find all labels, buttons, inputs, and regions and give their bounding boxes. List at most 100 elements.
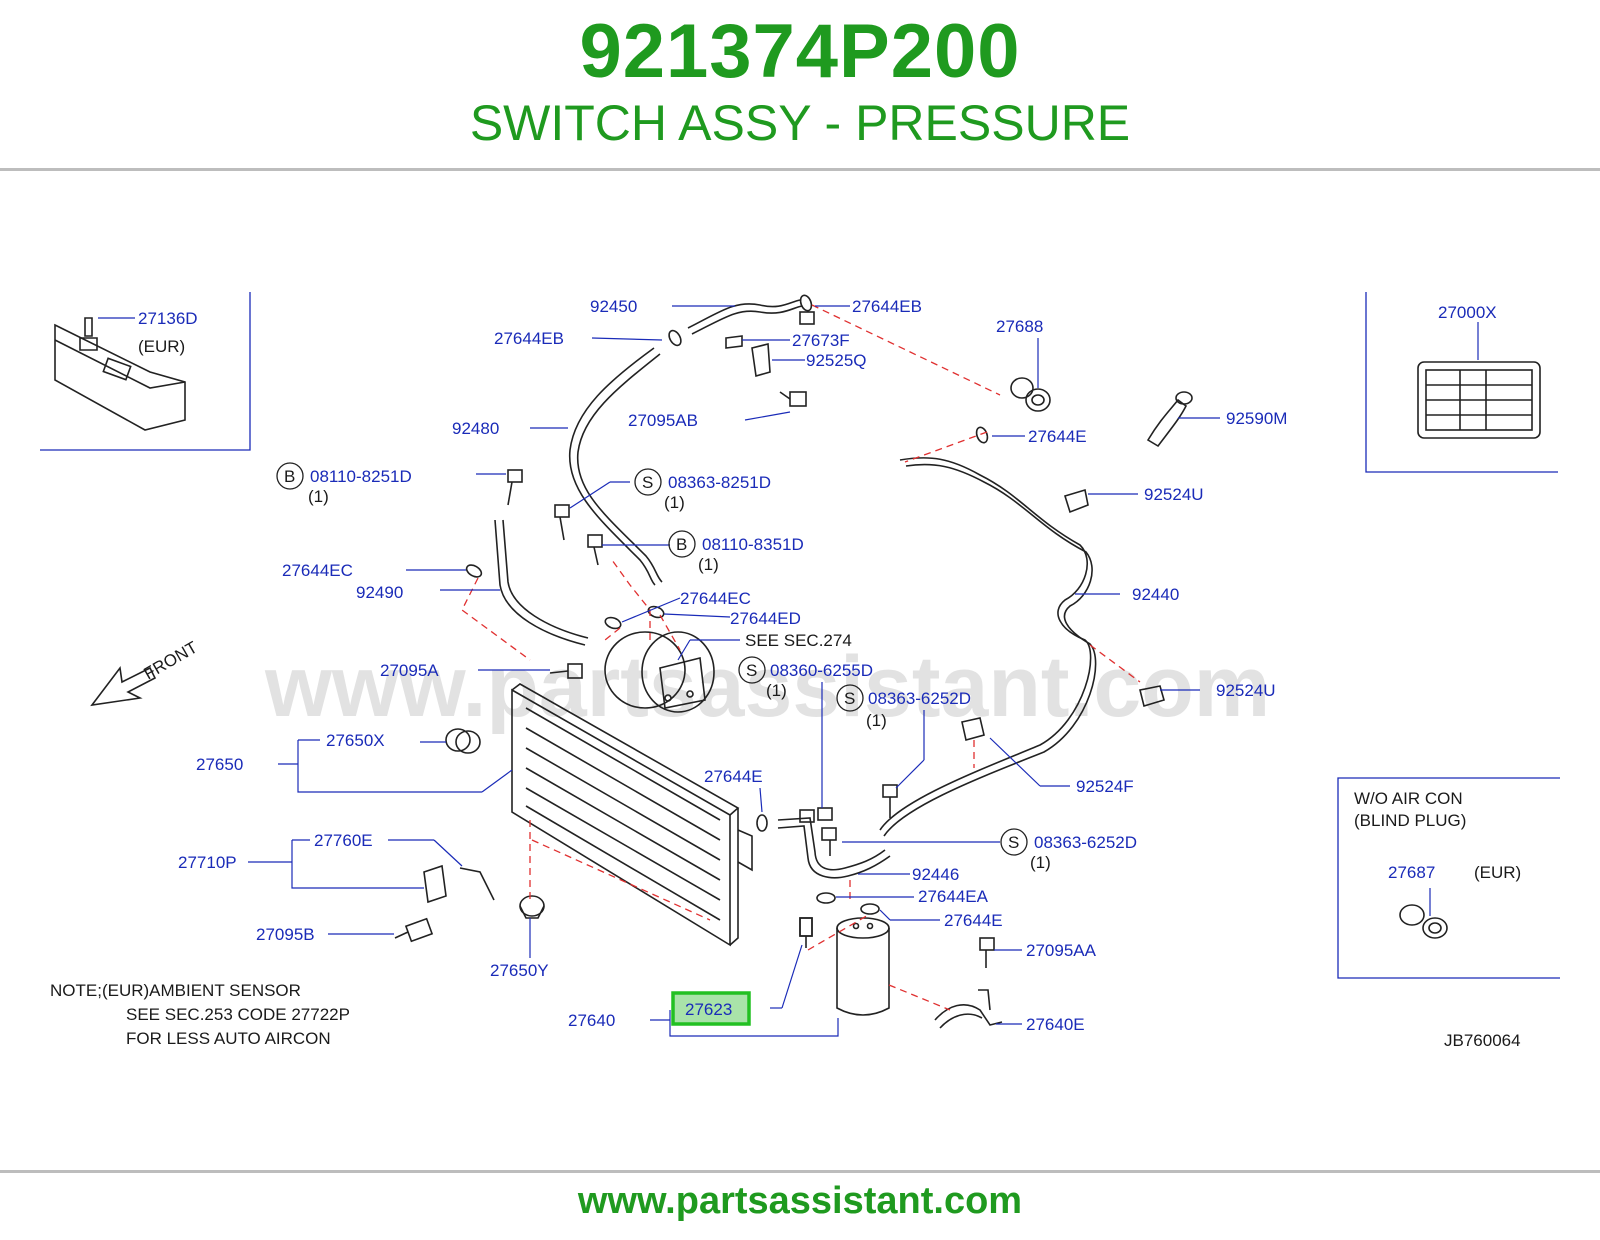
header-divider [0,168,1600,171]
o-ring-27644EA [816,892,836,904]
qty-label-e: (1) [866,711,887,730]
part-label-27623-highlighted[interactable]: 27623 [685,1000,732,1019]
footer-url-link[interactable]: www.partsassistant.com [577,1180,1023,1222]
o-ring-27644E-b [756,814,768,832]
footer-divider [0,1170,1600,1173]
highlighted-part-box [671,991,751,1026]
part-label-27644E-c[interactable]: 27644E [944,911,1003,930]
part-label-92440[interactable]: 92440 [1132,585,1179,604]
pipe-92450 [687,299,801,329]
marker-s-2: S [738,656,766,684]
part-label-27760E[interactable]: 27760E [314,831,373,850]
part-label-27644E-b[interactable]: 27644E [704,767,763,786]
note-line-1: NOTE;(EUR)AMBIENT SENSOR [50,981,301,1000]
blind-plug-27687-drawing [1399,904,1448,939]
qty-label-c: (1) [698,555,719,574]
part-label-92450[interactable]: 92450 [590,297,637,316]
part-label-27640[interactable]: 27640 [568,1011,615,1030]
o-ring-27644EB-a [668,329,682,347]
bracket-27136D-drawing [54,317,186,431]
part-label-27136D[interactable]: 27136D [138,309,198,328]
plug-27688-drawing [1010,377,1051,412]
part-label-08363-8251D[interactable]: 08363-8251D [668,473,771,492]
part-label-08110-8351D[interactable]: 08110-8351D [702,535,804,554]
inset-frame-blind-plug [1337,777,1560,979]
part-label-92524F[interactable]: 92524F [1076,777,1134,796]
marker-s-4: S [1000,828,1028,856]
front-label: FRONT [141,638,201,684]
part-label-27095B[interactable]: 27095B [256,925,315,944]
diagram-code: JB760064 [1444,1031,1521,1050]
part-label-27095A[interactable]: 27095A [380,661,439,680]
part-label-27687[interactable]: 27687 [1388,863,1435,882]
part-label-92525Q[interactable]: 92525Q [806,351,867,370]
inset-frame-label [1365,292,1558,473]
part-label-eur-1: (EUR) [138,337,185,356]
part-label-27644ED[interactable]: 27644ED [730,609,801,628]
marker-s-1: S [634,468,662,496]
pressure-switch-27623-drawing [799,917,813,937]
part-label-eur-2: (EUR) [1474,863,1521,882]
part-label-27640E[interactable]: 27640E [1026,1015,1085,1034]
hose-92590M-drawing [1146,398,1188,448]
compressor-drawing [604,631,715,713]
part-label-92524U-a[interactable]: 92524U [1144,485,1204,504]
leader-lines [248,305,1220,1037]
part-label-08360-6255D[interactable]: 08360-6255D [770,661,873,680]
see-sec-note: SEE SEC.274 [745,631,852,650]
qty-label-a: (1) [308,487,329,506]
part-label-27000X[interactable]: 27000X [1438,303,1497,322]
receiver-drier-27640-drawing [836,917,890,1016]
label-sheet-27000X-drawing [1417,361,1541,439]
part-label-27644E-a[interactable]: 27644E [1028,427,1087,446]
part-label-27095AB[interactable]: 27095AB [628,411,698,430]
part-label-92446[interactable]: 92446 [912,865,959,884]
part-label-08363-6252D-b[interactable]: 08363-6252D [1034,833,1137,852]
part-label-08363-6252D-a[interactable]: 08363-6252D [868,689,971,708]
o-ring-27644EC-b [604,616,622,630]
part-label-92590M[interactable]: 92590M [1226,409,1287,428]
pipe-92446 [777,817,886,871]
pipe-92480 [568,347,656,586]
part-label-92524U-b[interactable]: 92524U [1216,681,1276,700]
svg-text:S: S [1008,833,1019,852]
qty-label-d: (1) [766,681,787,700]
part-label-27644EA[interactable]: 27644EA [918,887,989,906]
part-label-27095AA[interactable]: 27095AA [1026,941,1097,960]
part-label-92480[interactable]: 92480 [452,419,499,438]
part-label-27650X[interactable]: 27650X [326,731,385,750]
pipe-92440 [879,457,1092,831]
part-label-27644EB-b[interactable]: 27644EB [852,297,922,316]
svg-text:S: S [844,689,855,708]
wo-air-con-line1: W/O AIR CON [1354,789,1463,808]
part-label-08110-8251D[interactable]: 08110-8251D [310,467,412,486]
part-label-27644EC-b[interactable]: 27644EC [680,589,751,608]
svg-text:B: B [676,535,687,554]
part-label-27644EC-a[interactable]: 27644EC [282,561,353,580]
o-ring-27644E-a [975,426,989,444]
note-line-3: FOR LESS AUTO AIRCON [126,1029,331,1048]
part-label-27673F[interactable]: 27673F [792,331,850,350]
svg-text:S: S [746,661,757,680]
marker-b-2: B [668,530,696,558]
inset-frame-eur [40,292,251,451]
mount-parts [423,728,1003,1029]
part-label-27710P[interactable]: 27710P [178,853,237,872]
part-label-27650Y[interactable]: 27650Y [490,961,549,980]
marker-s-3: S [836,684,864,712]
qty-label-f: (1) [1030,853,1051,872]
qty-label-b: (1) [664,493,685,512]
part-description: SWITCH ASSY - PRESSURE [469,95,1131,151]
part-label-27650[interactable]: 27650 [196,755,243,774]
condenser-27650-drawing [511,683,753,947]
wo-air-con-line2: (BLIND PLUG) [1354,811,1466,830]
marker-b-1: B [276,462,304,490]
note-line-2: SEE SEC.253 CODE 27722P [126,1005,350,1024]
part-label-27688[interactable]: 27688 [996,317,1043,336]
part-label-92490[interactable]: 92490 [356,583,403,602]
part-label-27644EB-a[interactable]: 27644EB [494,329,564,348]
o-ring-27644EC-a [465,564,483,578]
front-arrow-icon [90,665,157,707]
o-ring-27644E-c [860,903,880,915]
